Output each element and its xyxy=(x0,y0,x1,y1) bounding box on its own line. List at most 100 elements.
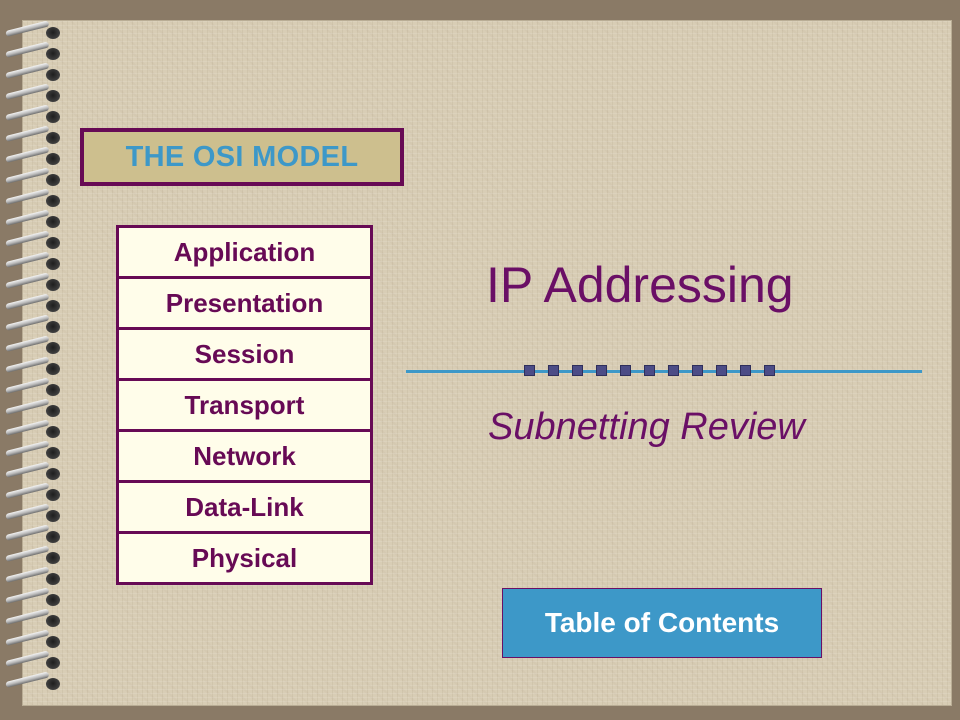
ring-hole xyxy=(46,447,60,459)
ring-hole xyxy=(46,48,60,60)
ring-hole xyxy=(46,384,60,396)
ring-wire xyxy=(5,251,50,268)
ring-wire xyxy=(5,125,50,142)
ring-hole xyxy=(46,69,60,81)
ring-wire xyxy=(5,377,50,394)
ring-wire xyxy=(5,524,50,541)
ring-hole xyxy=(46,573,60,585)
ring-wire xyxy=(5,566,50,583)
binding-ring-icon xyxy=(5,398,60,417)
ring-wire xyxy=(5,230,50,247)
ring-hole xyxy=(46,111,60,123)
binding-ring-icon xyxy=(5,671,60,690)
ring-wire xyxy=(5,650,50,667)
ring-hole xyxy=(46,279,60,291)
ring-wire xyxy=(5,146,50,163)
slide-title: IP Addressing xyxy=(486,257,794,313)
title-divider xyxy=(406,365,922,382)
binding-ring-icon xyxy=(5,587,60,606)
ring-hole xyxy=(46,195,60,207)
binding-ring-icon xyxy=(5,104,60,123)
ring-wire xyxy=(5,440,50,457)
binding-ring-icon xyxy=(5,146,60,165)
ring-hole xyxy=(46,657,60,669)
ring-wire xyxy=(5,545,50,562)
binding-ring-icon xyxy=(5,377,60,396)
binding-ring-icon xyxy=(5,545,60,564)
binding-ring-icon xyxy=(5,20,60,39)
binding-ring-icon xyxy=(5,209,60,228)
layer-physical[interactable]: Physical xyxy=(191,542,298,573)
square-dot-icon xyxy=(620,365,631,376)
ring-wire xyxy=(5,209,50,226)
layer-network[interactable]: Network xyxy=(119,432,370,483)
ring-wire xyxy=(5,167,50,184)
ring-hole xyxy=(46,342,60,354)
ring-hole xyxy=(46,216,60,228)
ring-wire xyxy=(5,503,50,520)
ring-hole xyxy=(46,237,60,249)
ring-hole xyxy=(46,552,60,564)
square-dot-icon xyxy=(764,365,775,376)
ring-wire xyxy=(5,608,50,625)
binding-ring-icon xyxy=(5,272,60,291)
square-dot-icon xyxy=(644,365,655,376)
square-dot-icon xyxy=(572,365,583,376)
binding-ring-icon xyxy=(5,503,60,522)
ring-hole xyxy=(46,27,60,39)
layer-presentation[interactable]: Presentation xyxy=(119,279,370,330)
ring-wire xyxy=(5,398,50,415)
binding-ring-icon xyxy=(5,629,60,648)
binding-ring-icon xyxy=(5,251,60,270)
ring-hole xyxy=(46,489,60,501)
ring-hole xyxy=(46,300,60,312)
ring-hole xyxy=(46,321,60,333)
layer-session[interactable]: Session xyxy=(119,330,370,381)
ring-wire xyxy=(5,314,50,331)
ring-hole xyxy=(46,636,60,648)
ring-hole xyxy=(46,594,60,606)
square-dot-icon xyxy=(716,365,727,376)
ring-hole xyxy=(46,363,60,375)
binding-ring-icon xyxy=(5,650,60,669)
divider-line xyxy=(406,370,922,373)
binding-ring-icon xyxy=(5,419,60,438)
binding-ring-icon xyxy=(5,188,60,207)
ring-wire xyxy=(5,62,50,79)
ring-hole xyxy=(46,426,60,438)
square-dot-icon xyxy=(524,365,535,376)
binding-ring-icon xyxy=(5,356,60,375)
square-dot-icon xyxy=(548,365,559,376)
layer-application[interactable]: Application xyxy=(119,228,370,279)
ring-hole xyxy=(46,90,60,102)
ring-wire xyxy=(5,104,50,121)
ring-hole xyxy=(46,153,60,165)
binding-ring-icon xyxy=(5,83,60,102)
ring-wire xyxy=(5,629,50,646)
layer-data-link[interactable]: Data-Link xyxy=(119,483,370,534)
ring-wire xyxy=(5,272,50,289)
osi-layer-stack: Application Presentation Session Transpo… xyxy=(116,225,373,585)
binding-ring-icon xyxy=(5,230,60,249)
ring-hole xyxy=(46,531,60,543)
binding-ring-icon xyxy=(5,314,60,333)
ring-hole xyxy=(46,258,60,270)
binding-ring-icon xyxy=(5,293,60,312)
table-of-contents-button[interactable]: Table of Contents xyxy=(502,588,822,658)
square-dot-icon xyxy=(668,365,679,376)
ring-wire xyxy=(5,293,50,310)
ring-hole xyxy=(46,405,60,417)
binding-ring-icon xyxy=(5,41,60,60)
ring-wire xyxy=(5,41,50,58)
binding-ring-icon xyxy=(5,62,60,81)
binding-ring-icon xyxy=(5,167,60,186)
binding-ring-icon xyxy=(5,608,60,627)
divider-dots xyxy=(524,365,775,376)
square-dot-icon xyxy=(692,365,703,376)
ring-hole xyxy=(46,615,60,627)
ring-hole xyxy=(46,132,60,144)
ring-hole xyxy=(46,510,60,522)
square-dot-icon xyxy=(740,365,751,376)
layer-transport[interactable]: Transport xyxy=(119,381,370,432)
binding-ring-icon xyxy=(5,440,60,459)
